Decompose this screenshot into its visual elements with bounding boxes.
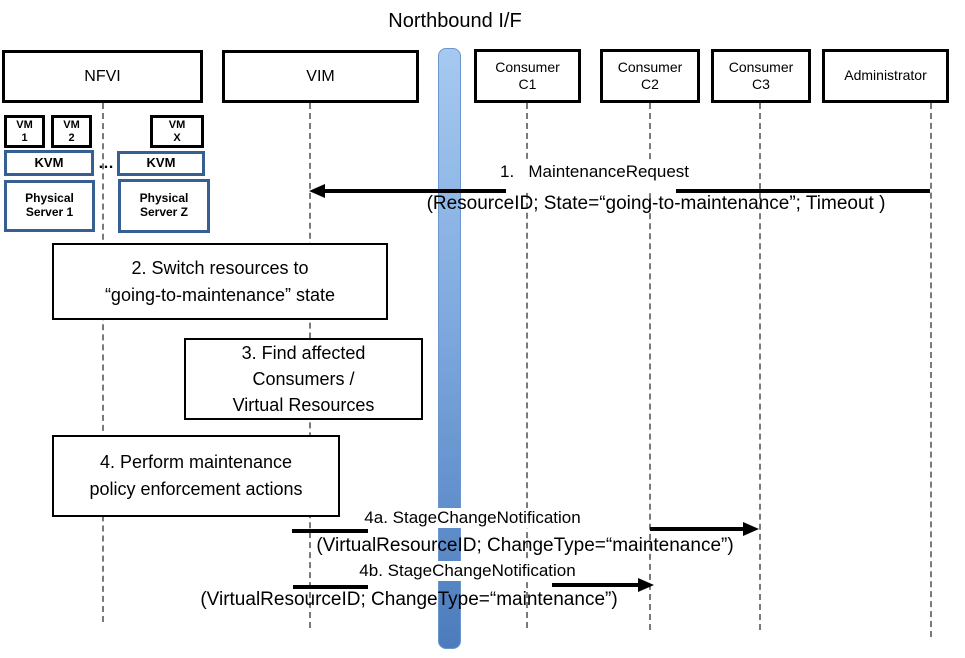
vm2-box: VM 2 — [51, 115, 92, 148]
lifeline-consumer-c2 — [649, 103, 651, 630]
actor-consumer-c2: Consumer C2 — [600, 49, 700, 103]
lifeline-consumer-c1 — [526, 103, 528, 628]
serverz-line2: Server Z — [139, 205, 189, 219]
message-4b-line-right — [552, 583, 640, 587]
consumer-c1-line2: C1 — [518, 76, 537, 92]
activity-step3: 3. Find affected Consumers / Virtual Res… — [184, 338, 423, 420]
activity-step4: 4. Perform maintenance policy enforcemen… — [52, 435, 340, 517]
kvm-right-label: KVM — [146, 155, 176, 171]
physical-server-z-box: Physical Server Z — [118, 179, 210, 233]
lifeline-administrator — [930, 103, 932, 637]
vm1-line1: VM — [16, 118, 33, 131]
actor-consumer-c3: Consumer C3 — [711, 49, 811, 103]
actor-consumer-c1: Consumer C1 — [474, 49, 581, 103]
message-1-line-left — [323, 189, 506, 193]
physical-server-1-box: Physical Server 1 — [4, 180, 95, 232]
vmx-line2: X — [173, 131, 181, 144]
message-4b-label: 4b. StageChangeNotification — [340, 561, 595, 581]
ellipsis-dots: … — [98, 155, 114, 172]
message-4a-arrowhead — [743, 522, 759, 536]
step4-line2: policy enforcement actions — [89, 479, 303, 499]
lifeline-nfvi — [102, 103, 104, 622]
consumer-c2-line2: C2 — [641, 76, 659, 92]
message-1-label: 1. MaintenanceRequest — [500, 162, 689, 191]
message-1-line-right — [676, 189, 930, 193]
actor-administrator: Administrator — [822, 49, 949, 103]
step3-line2: Consumers / — [252, 368, 355, 389]
vmx-box: VM X — [150, 115, 204, 148]
step4-line1: 4. Perform maintenance — [99, 452, 293, 472]
message-4b-arrowhead — [638, 578, 654, 592]
kvm-right-box: KVM — [117, 151, 205, 176]
actor-consumer-c3-label: Consumer C3 — [729, 59, 794, 94]
vm1-line2: 1 — [21, 131, 28, 144]
server1-line1: Physical — [25, 191, 74, 206]
actor-vim-label: VIM — [306, 67, 335, 85]
message-1-params: (ResourceID; State=“going-to-maintenance… — [426, 193, 886, 214]
server1-line2: Server 1 — [25, 205, 74, 219]
actor-administrator-label: Administrator — [844, 67, 927, 84]
kvm-left-box: KVM — [4, 150, 94, 176]
actor-nfvi-label: NFVI — [84, 67, 121, 85]
actor-consumer-c2-label: Consumer C2 — [618, 59, 683, 94]
northbound-if-title: Northbound I/F — [388, 10, 522, 32]
step2-line2: “going-to-maintenance” state — [104, 284, 336, 305]
message-1-arrowhead — [309, 184, 325, 198]
vm2-line2: 2 — [68, 131, 75, 144]
northbound-interface-bar — [438, 48, 461, 649]
consumer-c3-line1: Consumer — [728, 58, 794, 75]
step3-line3: Virtual Resources — [232, 395, 375, 416]
activity-step2: 2. Switch resources to “going-to-mainten… — [52, 243, 388, 320]
message-4b-params: (VirtualResourceID; ChangeType=“maintena… — [200, 589, 618, 610]
vmx-line1: VM — [168, 118, 186, 131]
lifeline-consumer-c3 — [759, 103, 761, 630]
message-4a-line-left — [292, 529, 368, 533]
consumer-c3-line2: C3 — [752, 76, 770, 92]
actor-consumer-c1-label: Consumer C1 — [495, 59, 560, 94]
actor-nfvi: NFVI — [2, 50, 203, 103]
message-4b-line-left — [293, 585, 368, 589]
message-4a-params: (VirtualResourceID; ChangeType=“maintena… — [316, 535, 734, 556]
message-4a-label: 4a. StageChangeNotification — [345, 508, 600, 528]
step3-line1: 3. Find affected — [241, 342, 366, 363]
vm1-box: VM 1 — [4, 115, 45, 148]
step2-line1: 2. Switch resources to — [131, 257, 309, 278]
kvm-left-label: KVM — [34, 154, 64, 170]
message-4a-line-right — [650, 527, 745, 531]
serverz-line1: Physical — [139, 191, 189, 206]
consumer-c1-line1: Consumer — [495, 58, 560, 75]
actor-vim: VIM — [222, 50, 419, 103]
vm2-line1: VM — [63, 118, 80, 131]
consumer-c2-line1: Consumer — [617, 58, 683, 75]
